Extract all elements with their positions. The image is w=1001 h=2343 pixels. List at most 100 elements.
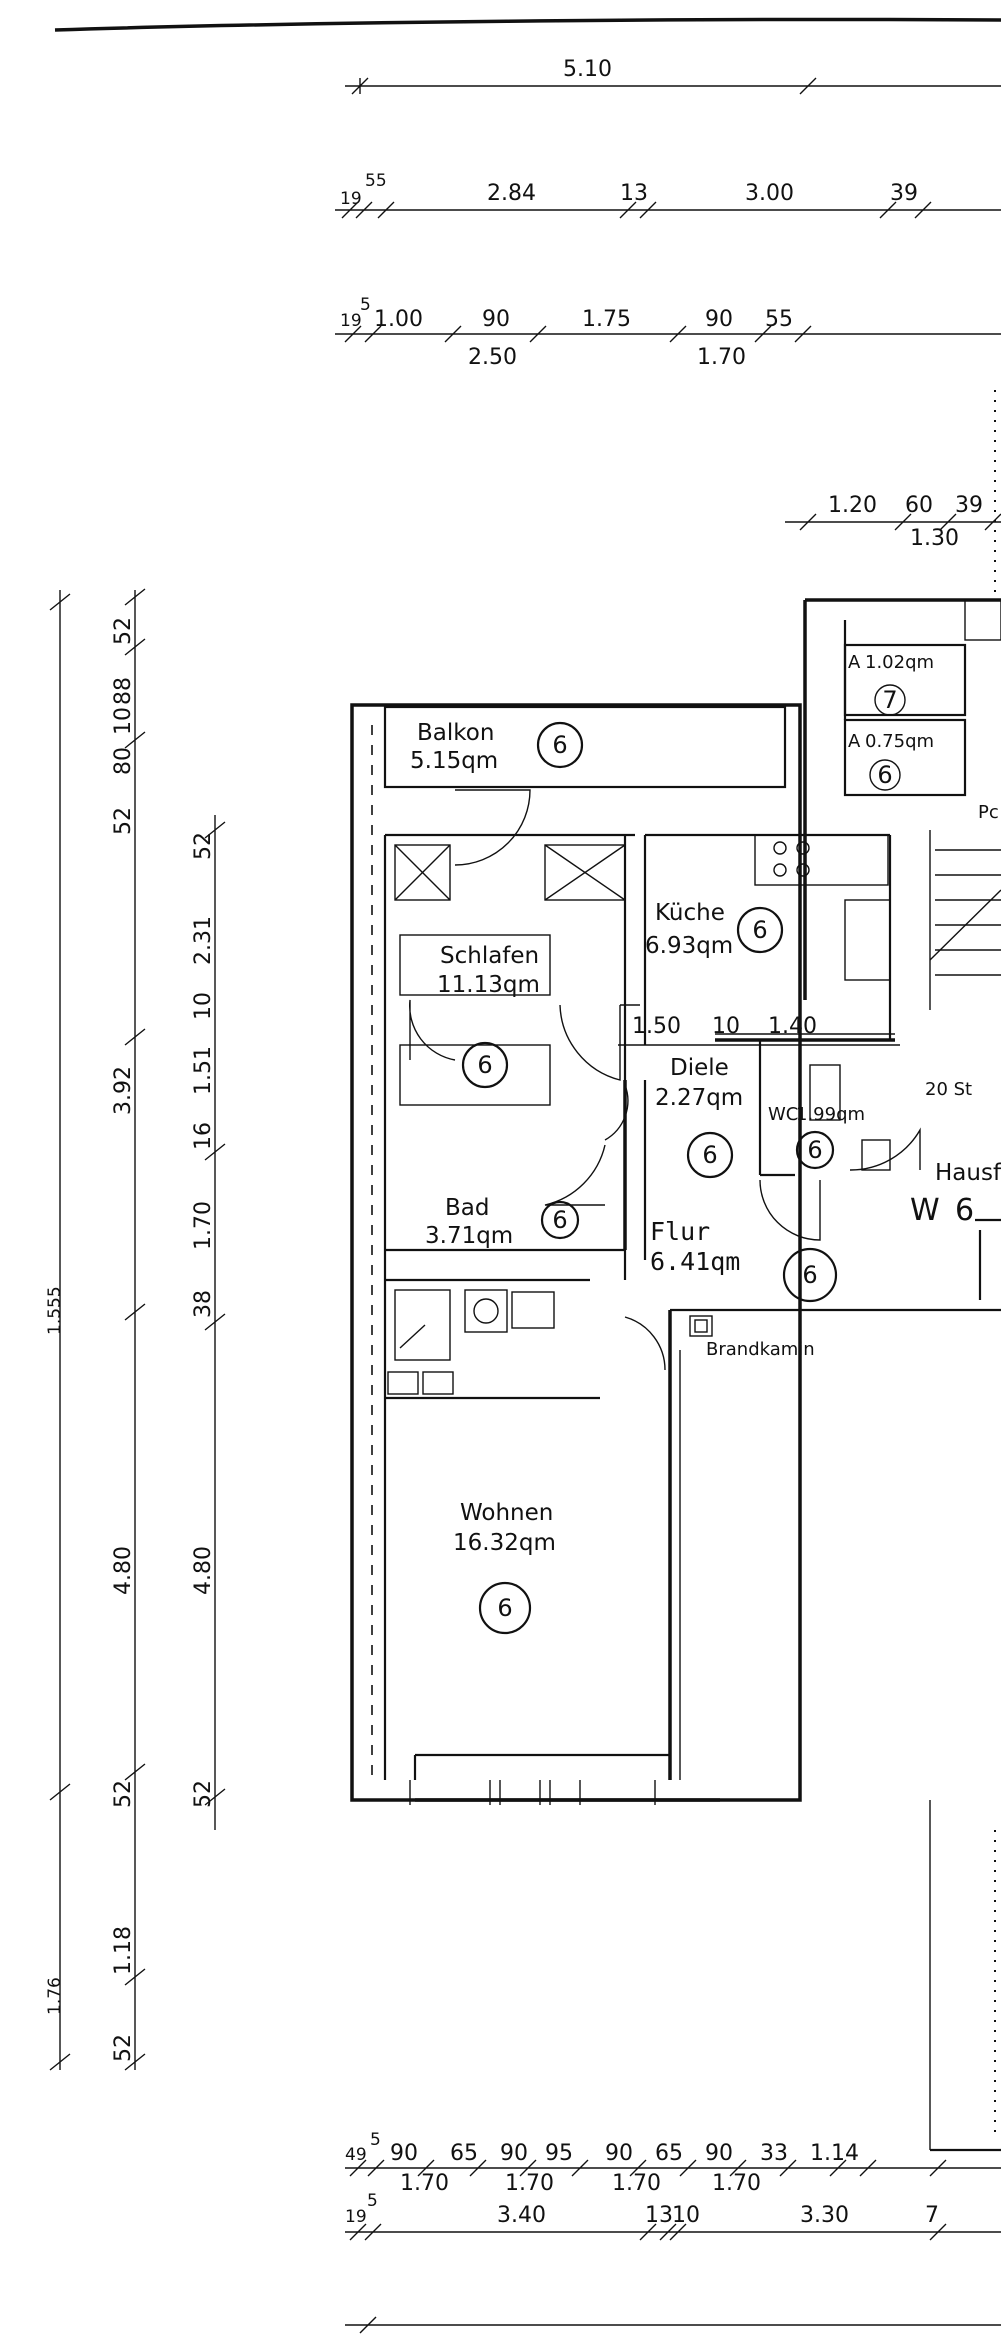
inner-dim-52a: 52 [191, 1780, 216, 1808]
room-balkon-marker: 6 [552, 731, 567, 759]
walls [350, 390, 1001, 2152]
bottom-dim-3-40: 3.40 [497, 2203, 546, 2228]
interior-dim-1-50: 1.50 [632, 1014, 681, 1039]
bottom-dim-90b: 90 [500, 2141, 528, 2166]
label-stair: 20 St [925, 1079, 972, 1100]
room-kueche-marker: 6 [752, 916, 767, 944]
dim-60: 60 [905, 493, 933, 518]
dim-3-00: 3.00 [745, 181, 794, 206]
bottom-dim-95: 95 [545, 2141, 573, 2166]
left-dimension-chains: 1.18 52 52 4.80 3.92 52 80 10 88 52 52 4… [45, 588, 226, 2071]
left-dim-52b: 52 [111, 1780, 136, 1808]
dim-2-84: 2.84 [487, 181, 536, 206]
dim-19: 19 [340, 189, 362, 209]
dim-1-70: 1.70 [697, 345, 746, 370]
room-a1-name: A [848, 652, 861, 673]
cut-label-1: 1.76 [45, 1977, 65, 2015]
dim-2-50: 2.50 [468, 345, 517, 370]
left-dim-10: 10 [111, 707, 136, 735]
dim-39b: 39 [955, 493, 983, 518]
label-hausflur: Hausf [935, 1160, 1001, 1186]
room-bad-name: Bad [445, 1195, 489, 1221]
bottom-dim-1-14: 1.14 [810, 2141, 859, 2166]
room-wc-area: 1.99qm [796, 1104, 865, 1125]
room-a1-area: 1.02qm [865, 652, 934, 673]
room-flur-area: 6.41qm [650, 1247, 740, 1276]
bottom-dim-5b: 5 [367, 2191, 378, 2211]
dim-55b: 55 [765, 307, 793, 332]
room-flur: Flur 6.41qm 6 [650, 1217, 838, 1303]
left-dim-3-92: 3.92 [111, 1066, 136, 1115]
left-dim-52a: 52 [111, 2034, 136, 2062]
dim-39: 39 [890, 181, 918, 206]
room-wc-name: WC [768, 1104, 798, 1125]
inner-dim-4-80: 4.80 [191, 1546, 216, 1595]
dim-55: 55 [365, 171, 387, 191]
room-balkon-area: 5.15qm [410, 748, 498, 774]
bottom-dim-3-30: 3.30 [800, 2203, 849, 2228]
room-flur-marker: 6 [802, 1261, 817, 1289]
top-border-line [54, 17, 1001, 32]
room-wohnen-name: Wohnen [460, 1500, 553, 1526]
room-bad-area: 3.71qm [425, 1223, 513, 1249]
dim-1-30: 1.30 [910, 526, 959, 551]
room-balkon-name: Balkon [417, 720, 494, 746]
room-kueche: Küche 6.93qm 6 [645, 900, 784, 959]
room-wc-marker: 6 [807, 1136, 822, 1164]
room-bad: Bad 3.71qm 6 [425, 1195, 580, 1249]
room-schlafen: Schlafen 11.13qm 6 [437, 943, 540, 1089]
interior-dimension-row: 1.50 10 1.40 [618, 1014, 900, 1046]
bottom-dim-49: 49 [345, 2145, 367, 2165]
bottom-dim-90a: 90 [390, 2141, 418, 2166]
interior-dim-10: 10 [712, 1014, 740, 1039]
dim-1-00: 1.00 [374, 307, 423, 332]
dim-5-sup: 5 [360, 295, 371, 315]
bottom-dim-1-70b: 1.70 [505, 2171, 554, 2196]
dim-19b: 19 [340, 311, 362, 331]
cut-label-2: 1.555 [45, 1286, 65, 1335]
bottom-dim-90d: 90 [705, 2141, 733, 2166]
dim-5-10: 5.10 [563, 57, 612, 82]
room-bad-marker: 6 [552, 1206, 567, 1234]
dim-90b: 90 [705, 307, 733, 332]
bottom-dim-5: 5 [370, 2130, 381, 2150]
room-kueche-area: 6.93qm [645, 933, 733, 959]
inner-dim-2-31: 2.31 [191, 916, 216, 965]
left-dim-4-80: 4.80 [111, 1546, 136, 1595]
room-a2-area: 0.75qm [865, 731, 934, 752]
room-balkon: Balkon 5.15qm 6 [410, 720, 584, 774]
room-wohnen-area: 16.32qm [453, 1530, 556, 1556]
room-a2-name: A [848, 731, 861, 752]
room-abstell-2: A 0.75qm 6 [848, 731, 934, 791]
left-dim-52c: 52 [111, 807, 136, 835]
dim-1-20: 1.20 [828, 493, 877, 518]
bottom-dim-1-70c: 1.70 [612, 2171, 661, 2196]
interior-dim-1-40: 1.40 [768, 1014, 817, 1039]
inner-dim-16: 16 [191, 1122, 216, 1150]
dim-13: 13 [620, 181, 648, 206]
room-diele-marker: 6 [702, 1141, 717, 1169]
room-wohnen-marker: 6 [497, 1594, 512, 1622]
left-dim-1-18: 1.18 [111, 1926, 136, 1975]
inner-dim-38: 38 [191, 1290, 216, 1318]
room-abstell-1: A 1.02qm 7 [848, 652, 934, 716]
room-schlafen-area: 11.13qm [437, 972, 540, 998]
inner-dim-1-51: 1.51 [191, 1046, 216, 1095]
room-a1-marker: 7 [882, 686, 897, 714]
label-corridor: Pc [978, 802, 999, 823]
left-dim-88: 88 [111, 677, 136, 705]
label-hausflur-marker: 6 [955, 1193, 974, 1228]
dim-90a: 90 [482, 307, 510, 332]
room-schlafen-marker: 6 [477, 1051, 492, 1079]
bottom-dimension-chains: 49 5 90 65 90 95 90 65 90 33 1.14 1.70 1… [345, 2130, 1001, 2334]
label-brandkamin: Brandkamin [706, 1339, 815, 1360]
bottom-dim-1-70d: 1.70 [712, 2171, 761, 2196]
room-diele-area: 2.27qm [655, 1085, 743, 1111]
left-dim-52d: 52 [111, 617, 136, 645]
room-wohnen: Wohnen 16.32qm 6 [453, 1500, 556, 1635]
room-diele-name: Diele [670, 1055, 729, 1081]
inner-dim-10: 10 [191, 992, 216, 1020]
room-schlafen-name: Schlafen [440, 943, 539, 969]
bottom-dim-1-70a: 1.70 [400, 2171, 449, 2196]
